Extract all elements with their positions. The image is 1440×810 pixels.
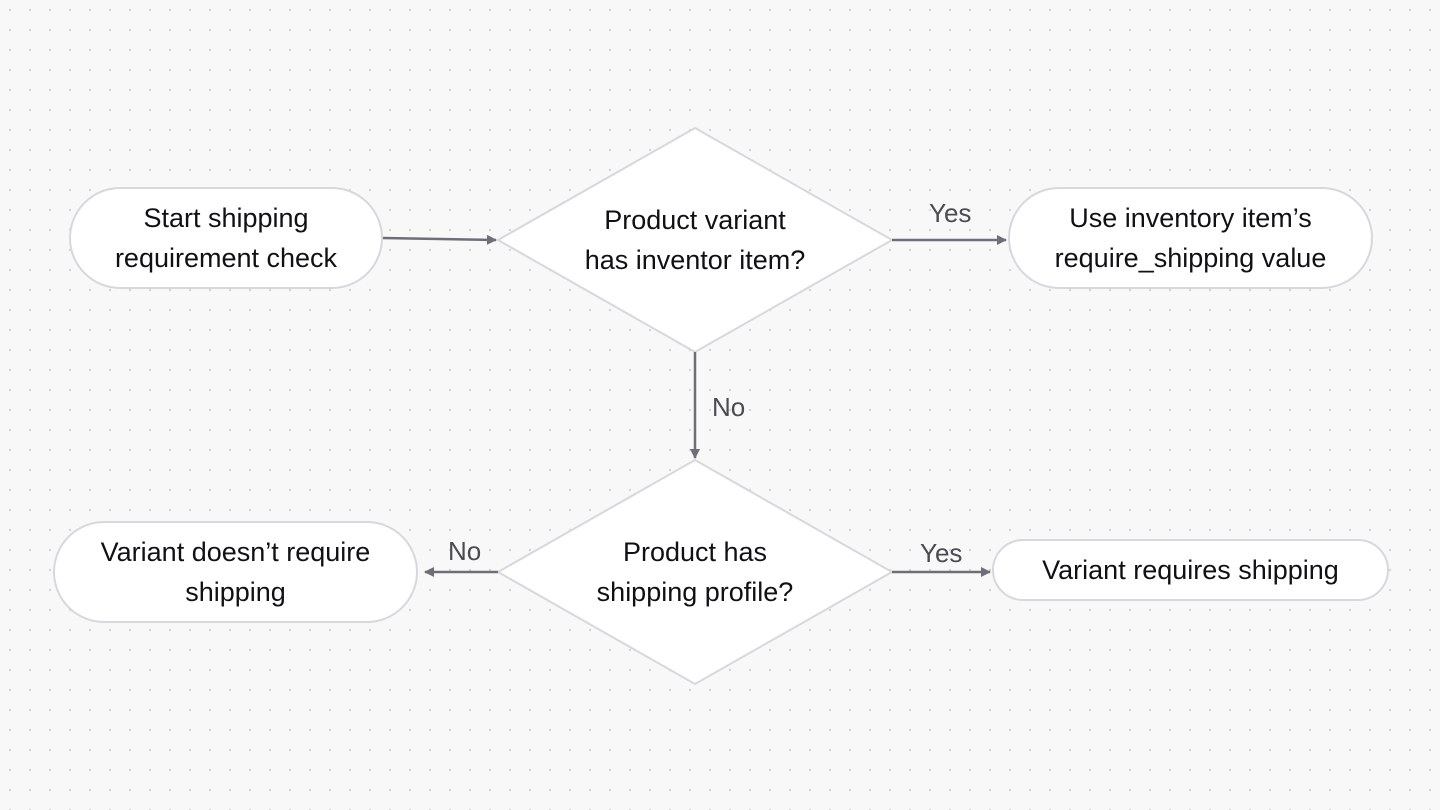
no-shipping-node: Variant doesn’t require shipping — [53, 521, 418, 623]
requires-shipping-node-label: Variant requires shipping — [1042, 555, 1339, 585]
start-node: Start shipping requirement check — [69, 187, 383, 289]
decision-diamond-profile — [495, 458, 895, 686]
requires-shipping-node: Variant requires shipping — [992, 539, 1389, 601]
edge-label-inventory-no: No — [712, 392, 746, 422]
edge-label-profile-yes: Yes — [920, 538, 963, 568]
decision-profile-label: Product has shipping profile? — [596, 537, 794, 607]
decision-inventory-label: Product variant has inventor item? — [584, 205, 806, 275]
use-inventory-node: Use inventory item’s require_shipping va… — [1008, 187, 1373, 289]
edge-label-inventory-yes: Yes — [929, 198, 972, 228]
no-shipping-node-label: Variant doesn’t require shipping — [100, 537, 371, 607]
edge-start-to-inventory-decision — [382, 234, 497, 245]
use-inventory-node-label: Use inventory item’s require_shipping va… — [1054, 203, 1327, 273]
edge-label-profile-no: No — [448, 536, 482, 566]
start-node-label: Start shipping requirement check — [114, 203, 338, 273]
